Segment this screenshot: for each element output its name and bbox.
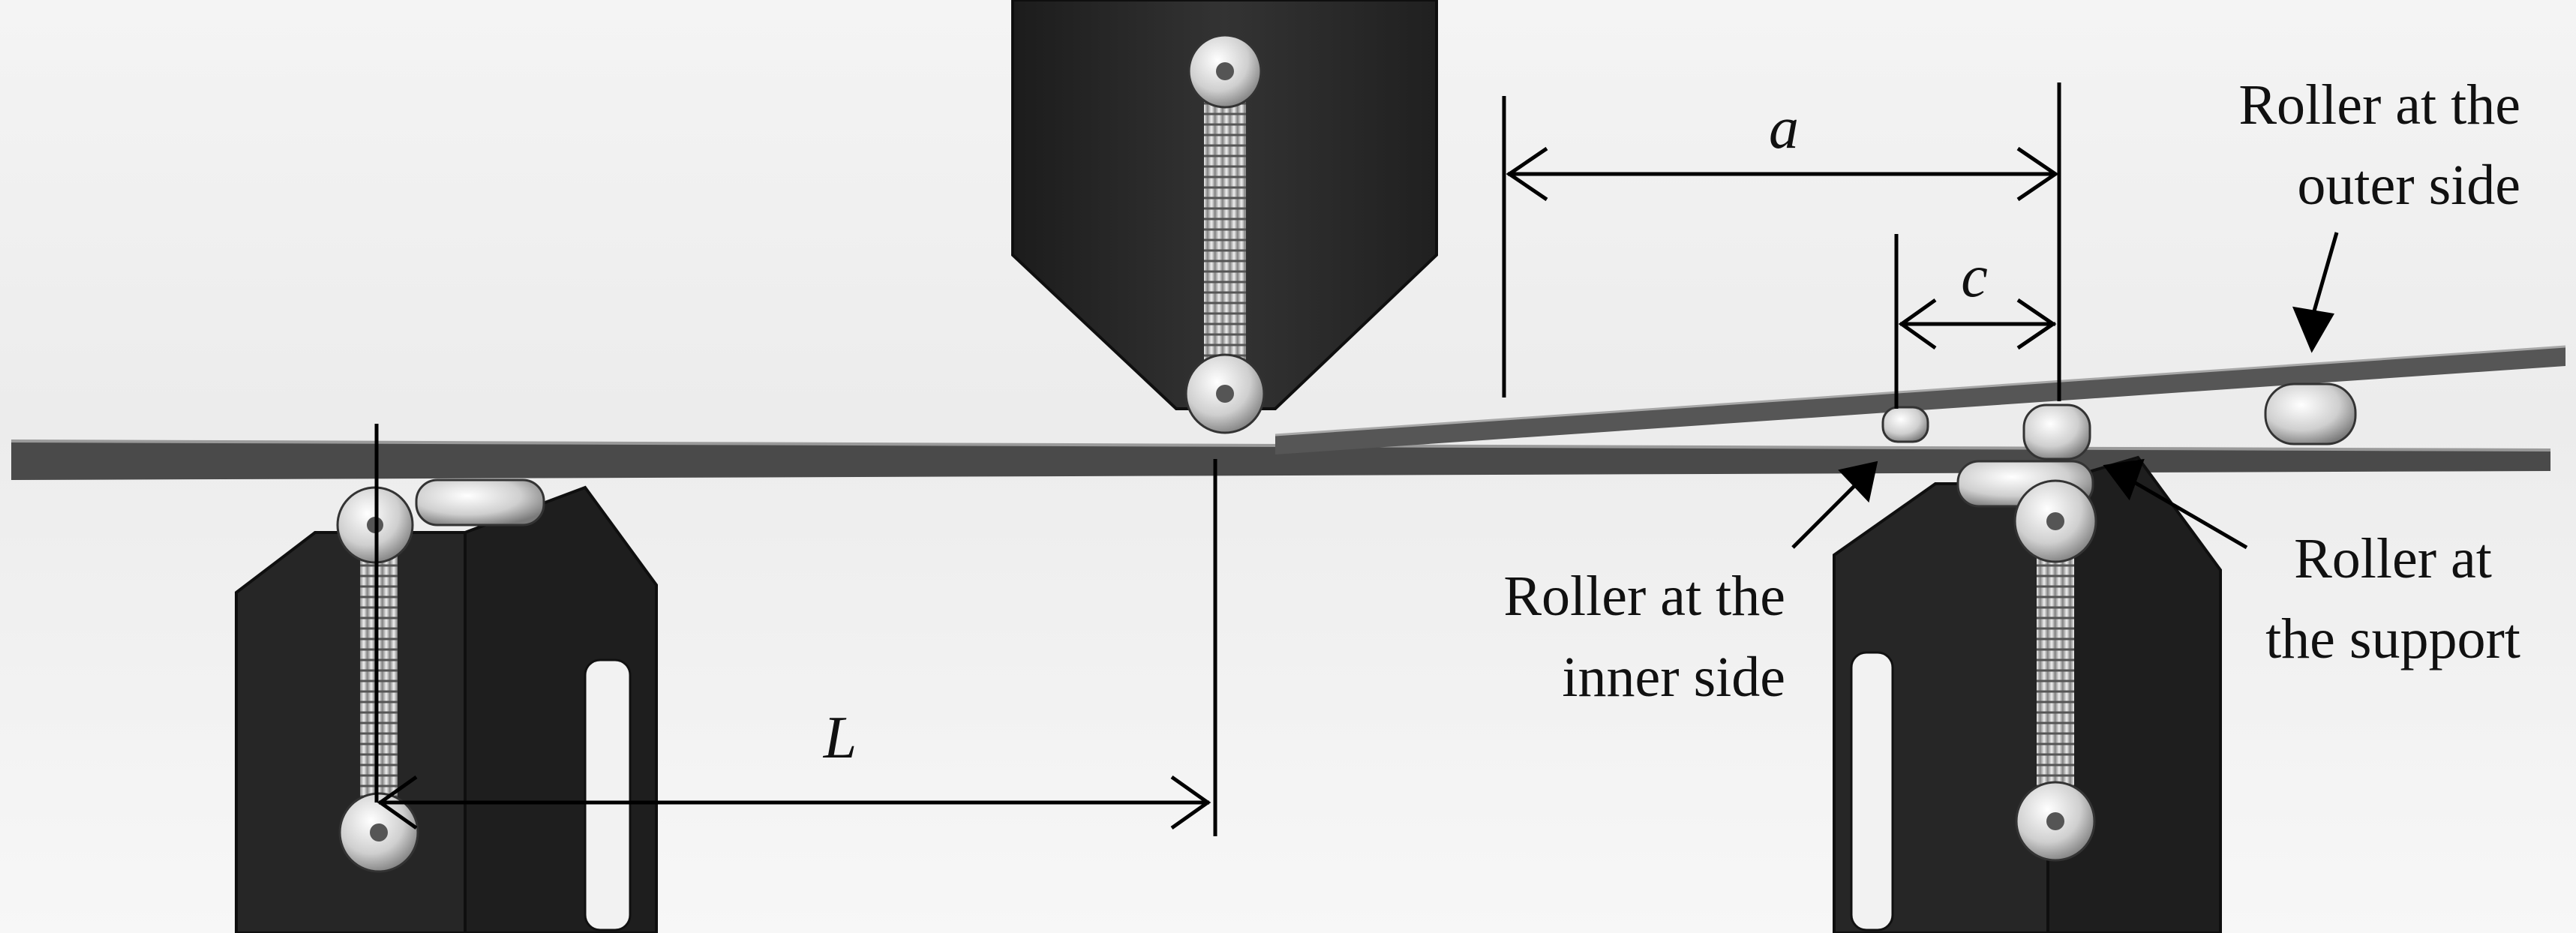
label-roller-inner-line2: inner side	[1562, 646, 1785, 709]
label-roller-support-line2: the support	[2265, 608, 2520, 670]
labels: a c L Roller at the outer side Roller at…	[823, 74, 2520, 771]
top-loading-fixture	[1011, 0, 1438, 434]
pointer-arrows	[1791, 232, 2339, 550]
dimension-label-c: c	[1961, 244, 1988, 310]
beam	[11, 345, 2566, 480]
dimension-label-L: L	[823, 705, 857, 771]
roller-at-outer-side	[2264, 382, 2357, 446]
label-roller-outer-line2: outer side	[2297, 154, 2520, 217]
dimension-lines	[374, 82, 2061, 836]
label-roller-inner-line1: Roller at the	[1503, 565, 1785, 628]
dimension-label-a: a	[1769, 95, 1799, 161]
left-support-fixture	[235, 478, 658, 933]
label-roller-support-line1: Roller at	[2294, 527, 2492, 590]
right-support-fixture	[1833, 404, 2222, 933]
roller-at-inner-side	[1881, 406, 1929, 443]
label-roller-outer-line1: Roller at the	[2238, 74, 2520, 136]
